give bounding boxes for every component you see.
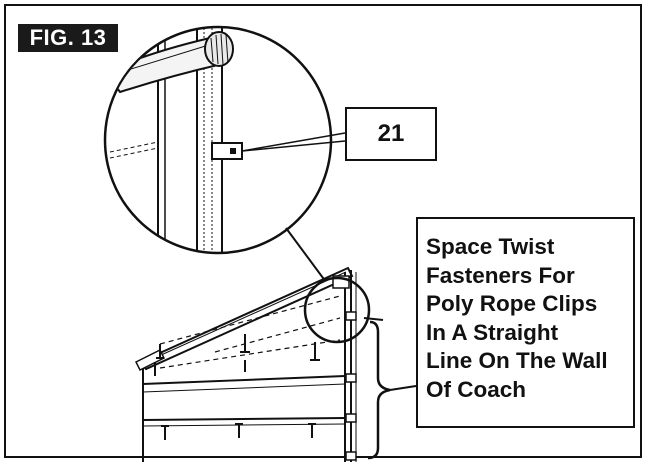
note-line: Line On The Wall <box>426 348 608 373</box>
note-line: Space Twist <box>426 234 555 259</box>
note-line: Fasteners For <box>426 262 575 288</box>
magnifier-connector <box>285 227 327 283</box>
figure-label: FIG. 13 <box>18 24 118 52</box>
instruction-note: Space Twist Fasteners For Poly Rope Clip… <box>416 217 635 428</box>
note-line: In A Straight <box>426 319 559 345</box>
figure-frame <box>4 4 642 458</box>
note-line: Of Coach <box>426 376 527 402</box>
detail-magnifier <box>103 25 333 255</box>
part-leader <box>241 132 346 152</box>
detail-reference-circle <box>303 276 371 344</box>
note-line: Poly Rope Clips <box>426 291 598 316</box>
part-number-callout: 21 <box>345 107 437 161</box>
coach-wall-drawing <box>134 266 417 462</box>
